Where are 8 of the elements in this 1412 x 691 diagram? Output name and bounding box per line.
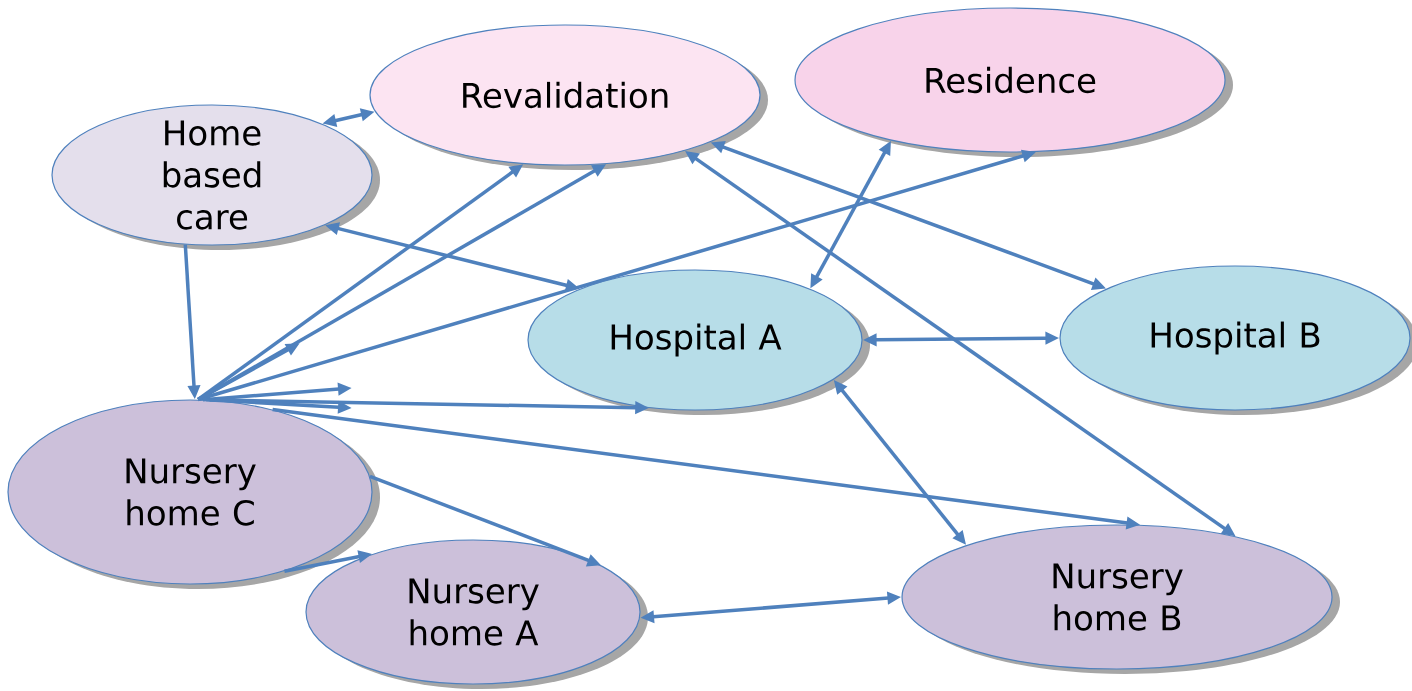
- ellipse-node: Hospital B: [1059, 265, 1412, 415]
- ellipse-node: Hospital A: [527, 269, 870, 415]
- ellipse-node: Nursery home B: [901, 524, 1340, 674]
- ellipse-node: Nursery home C: [7, 399, 380, 589]
- ellipse-node: Residence: [794, 7, 1233, 157]
- ellipse-node: Nursery home A: [305, 539, 648, 689]
- ellipse-node: Revalidation: [369, 24, 768, 170]
- ellipse-node: Home based care: [51, 104, 380, 250]
